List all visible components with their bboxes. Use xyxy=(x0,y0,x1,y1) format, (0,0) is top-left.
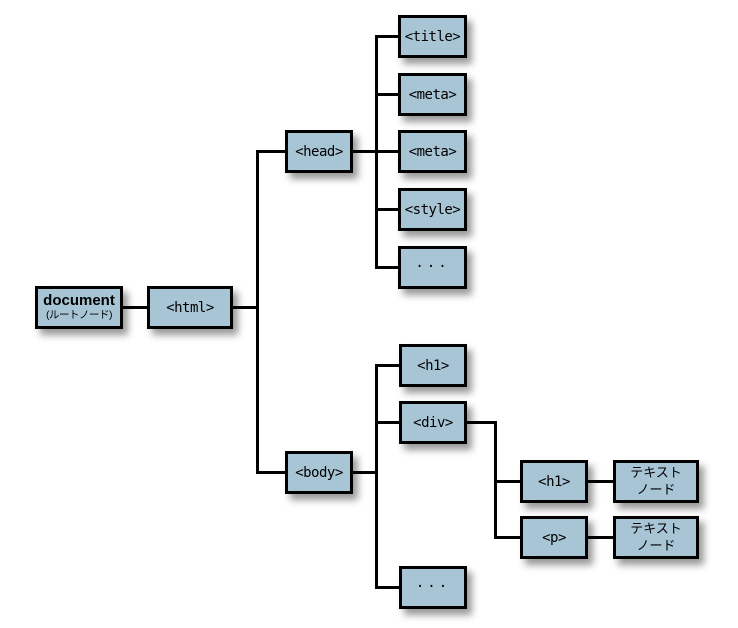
node-html-label: <html> xyxy=(166,299,214,316)
node-document-label: document xyxy=(43,291,115,309)
node-style: <style> xyxy=(398,188,467,231)
node-meta-1-label: <meta> xyxy=(408,86,457,103)
node-body-ellipsis-label: ... xyxy=(415,575,451,592)
node-head-label: <head> xyxy=(295,143,343,160)
node-p: <p> xyxy=(520,516,588,559)
node-text-node-1-label: テキスト ノード xyxy=(630,465,682,497)
node-document-sublabel: (ルートノード) xyxy=(46,309,113,322)
node-div-h1-label: <h1> xyxy=(538,473,570,490)
node-div-label: <div> xyxy=(413,414,453,431)
node-head-ellipsis-label: ... xyxy=(415,255,450,272)
node-p-label: <p> xyxy=(542,529,566,546)
node-text-node-2: テキスト ノード xyxy=(613,516,699,559)
node-meta-2: <meta> xyxy=(398,130,467,173)
node-body: <body> xyxy=(285,451,353,494)
node-meta-2-label: <meta> xyxy=(408,143,457,160)
node-body-h1-label: <h1> xyxy=(417,357,449,374)
node-body-h1: <h1> xyxy=(399,344,467,387)
node-meta-1: <meta> xyxy=(398,73,467,116)
node-title-label: <title> xyxy=(404,28,461,45)
node-body-ellipsis: ... xyxy=(399,566,467,609)
node-text-node-2-label: テキスト ノード xyxy=(630,521,682,553)
node-head: <head> xyxy=(285,130,353,173)
node-div-h1: <h1> xyxy=(520,460,588,503)
node-div: <div> xyxy=(399,401,467,444)
node-title: <title> xyxy=(398,15,467,58)
node-document: document (ルートノード) xyxy=(35,286,123,329)
node-text-node-1: テキスト ノード xyxy=(613,460,699,503)
node-html: <html> xyxy=(147,286,233,329)
node-style-label: <style> xyxy=(404,201,461,218)
node-body-label: <body> xyxy=(295,464,343,481)
node-head-ellipsis: ... xyxy=(398,246,467,289)
